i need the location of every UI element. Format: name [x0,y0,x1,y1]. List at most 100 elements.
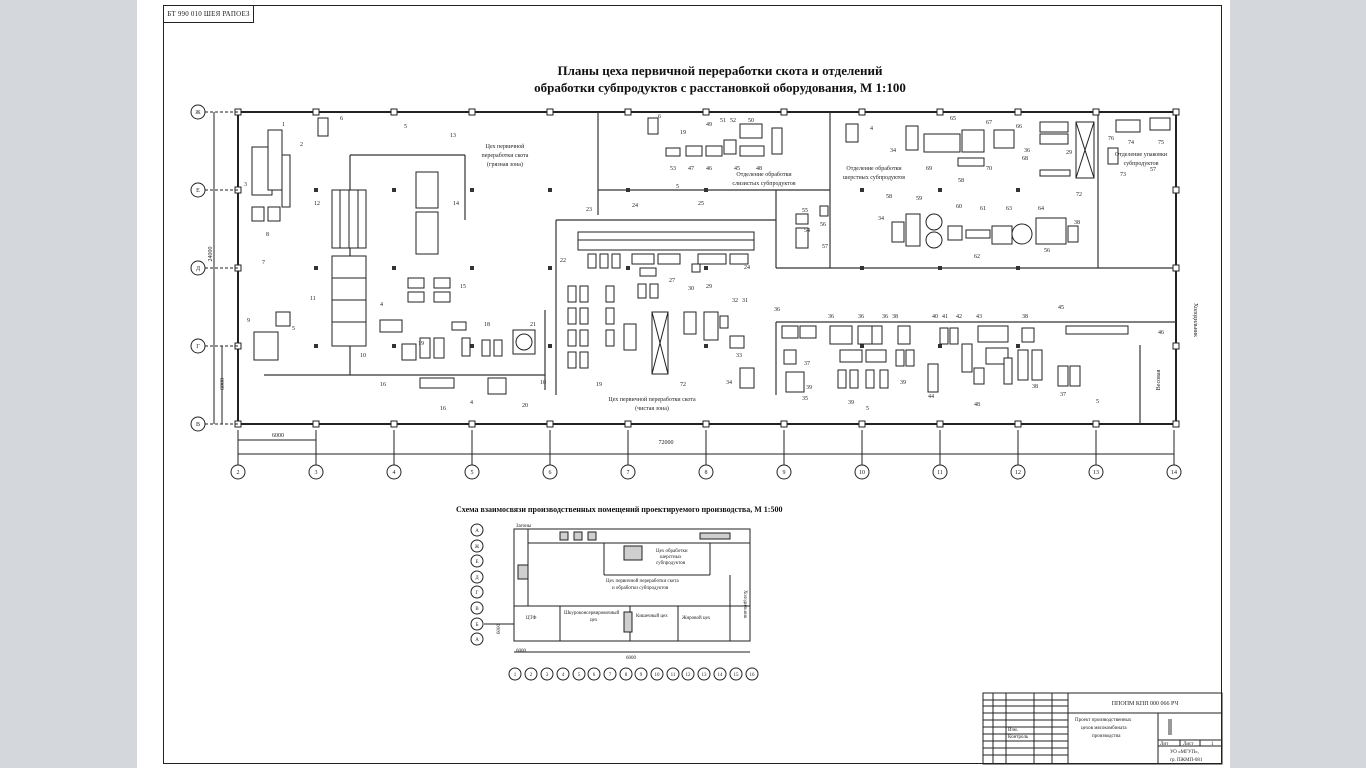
svg-text:7: 7 [609,673,612,678]
svg-text:А: А [475,529,479,534]
svg-text:63: 63 [1006,206,1012,212]
svg-text:56: 56 [820,222,826,228]
svg-text:24: 24 [744,265,750,271]
drawing-title-line-2: обработки субпродуктов с расстановкой об… [534,80,906,95]
svg-text:Холодильник: Холодильник [742,590,747,619]
svg-text:19: 19 [596,382,602,388]
svg-text:4: 4 [562,673,565,678]
svg-text:Б: Б [476,623,479,628]
svg-text:4: 4 [380,302,383,308]
svg-text:6000: 6000 [626,656,637,661]
scheme-title: Схема взаимосвязи производственных помещ… [456,505,783,514]
svg-text:59: 59 [916,196,922,202]
svg-text:48: 48 [974,402,980,408]
svg-text:66: 66 [1016,124,1022,130]
svg-text:6: 6 [549,470,552,476]
svg-text:11: 11 [937,470,943,476]
equipment-offal [647,117,1171,249]
svg-text:45: 45 [734,166,740,172]
plan-dimensions: 24000 6000 6000 72000 [208,247,674,447]
svg-text:16: 16 [380,382,386,388]
svg-text:Лит: Лит [1160,742,1169,747]
svg-text:14: 14 [1171,470,1177,476]
svg-text:23: 23 [586,207,592,213]
svg-text:13: 13 [702,673,708,678]
svg-text:72: 72 [1076,192,1082,198]
svg-text:47: 47 [688,166,694,172]
svg-text:13: 13 [450,133,456,139]
scheme-axes [470,523,759,681]
svg-text:1: 1 [282,122,285,128]
svg-text:60: 60 [956,204,962,210]
svg-text:2: 2 [530,673,533,678]
row-axes [190,104,238,432]
svg-text:58: 58 [886,194,892,200]
svg-text:29: 29 [706,284,712,290]
svg-text:8: 8 [625,673,628,678]
svg-text:44: 44 [928,394,934,400]
svg-text:65: 65 [950,116,956,122]
drawing-frame [163,5,1222,764]
svg-text:21: 21 [530,322,536,328]
svg-text:72: 72 [680,382,686,388]
svg-text:В: В [196,422,200,428]
svg-text:34: 34 [890,148,896,154]
svg-text:12: 12 [314,201,320,207]
svg-text:69: 69 [926,166,932,172]
svg-text:7: 7 [627,470,630,476]
svg-text:37: 37 [1060,392,1066,398]
svg-text:53: 53 [670,166,676,172]
plan-interior-columns [314,188,1020,348]
svg-text:72000: 72000 [659,440,674,446]
svg-text:34: 34 [726,380,732,386]
svg-text:7: 7 [262,260,265,266]
svg-text:9: 9 [783,470,786,476]
scheme-labels: Загоны Цех обработки шерстных субпродукт… [497,524,747,661]
svg-text:13: 13 [1093,470,1099,476]
svg-text:5: 5 [292,326,295,332]
svg-text:41: 41 [942,314,948,320]
room-cold: Холодильник [1192,303,1198,337]
svg-text:5: 5 [578,673,581,678]
svg-text:3: 3 [244,182,247,188]
svg-text:14: 14 [718,673,724,678]
svg-text:9: 9 [247,318,250,324]
svg-text:и обработки субпродуктов: и обработки субпродуктов [612,586,669,591]
svg-text:15: 15 [460,284,466,290]
svg-text:75: 75 [1158,140,1164,146]
svg-text:Ж: Ж [475,545,480,550]
svg-text:3: 3 [546,673,549,678]
svg-text:68: 68 [1022,156,1028,162]
svg-text:62: 62 [974,254,980,260]
equipment-dirty-zone [251,117,536,395]
svg-text:58: 58 [958,178,964,184]
svg-text:34: 34 [878,216,884,222]
svg-text:Ж: Ж [195,110,201,116]
drawing-title-line-1: Планы цеха первичной переработки скота и… [557,63,883,78]
svg-text:51: 51 [720,118,726,124]
svg-text:33: 33 [736,353,742,359]
svg-text:19: 19 [418,341,424,347]
svg-text:20: 20 [522,403,528,409]
svg-text:5: 5 [404,124,407,130]
svg-text:24000: 24000 [208,247,214,262]
svg-text:30: 30 [688,286,694,292]
svg-text:16: 16 [440,406,446,412]
room-wool-line2: шерстных субпродуктов [843,174,905,181]
svg-text:11: 11 [671,673,676,678]
svg-text:36: 36 [1024,148,1030,154]
svg-text:16: 16 [750,673,756,678]
svg-text:12: 12 [686,673,692,678]
svg-text:5: 5 [471,470,474,476]
svg-text:49: 49 [706,122,712,128]
svg-text:56: 56 [1044,248,1050,254]
svg-text:Проект производственных: Проект производственных [1075,718,1132,723]
svg-text:Цех обработки: Цех обработки [656,549,688,554]
svg-text:Е: Е [475,560,478,565]
svg-text:6000: 6000 [497,624,502,635]
svg-text:Е: Е [196,188,200,194]
svg-text:46: 46 [706,166,712,172]
svg-text:39: 39 [806,385,812,391]
svg-text:шерстных: шерстных [660,555,682,560]
